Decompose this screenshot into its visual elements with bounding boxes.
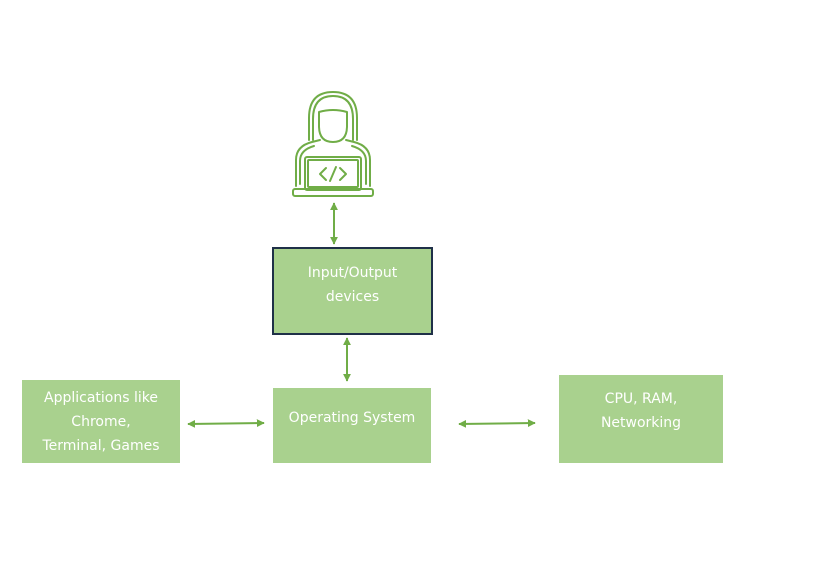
io-label-line1: Input/Output — [307, 265, 398, 281]
io-label-line2: devices — [325, 289, 380, 305]
applications-node: Applications like Chrome, Terminal, Game… — [22, 380, 180, 463]
os-label: Operating System — [288, 410, 416, 426]
io-devices-node: Input/Output devices — [272, 247, 433, 335]
apps-label-line3: Terminal, Games — [42, 437, 160, 454]
hw-label-line2: Networking — [600, 415, 682, 431]
apps-label-line1: Applications like — [44, 389, 158, 406]
developer-laptop-icon — [292, 91, 374, 197]
hw-label-line1: CPU, RAM, — [604, 391, 678, 407]
hardware-node: CPU, RAM, Networking — [559, 375, 723, 463]
apps-label-line2: Chrome, — [71, 413, 131, 430]
arrow-apps-os — [187, 419, 265, 428]
operating-system-node: Operating System — [273, 388, 431, 463]
arrow-os-hw — [458, 419, 536, 428]
